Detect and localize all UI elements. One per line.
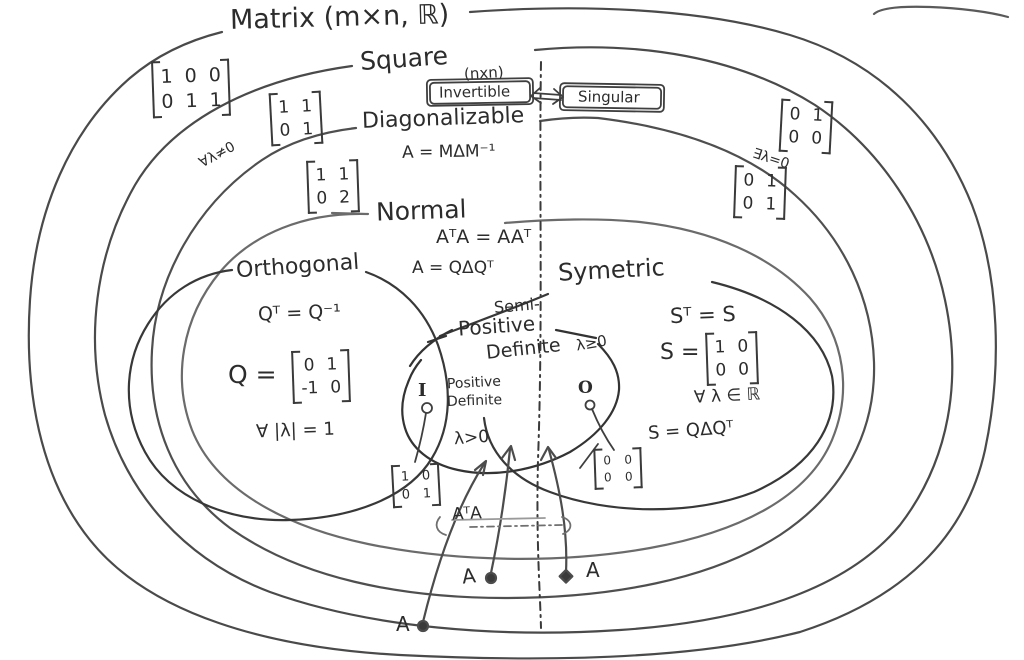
identity-pointer-line bbox=[414, 412, 427, 463]
invertible-singular-arrow bbox=[530, 87, 564, 105]
identity-point bbox=[421, 402, 433, 414]
symmetric-eigen-note: ∀ λ ∈ ℝ bbox=[693, 384, 761, 408]
invertible-label: Invertible bbox=[438, 82, 511, 102]
orthogonal-formula-1: Qᵀ = Q⁻¹ bbox=[257, 300, 342, 326]
semi-positive-definite-top-edge bbox=[408, 328, 598, 368]
identity-matrix-symbol: I bbox=[418, 380, 427, 401]
pd-eigen-note: λ>0 bbox=[453, 426, 490, 450]
normal-formula-1: AᵀA = AAᵀ bbox=[436, 226, 532, 248]
normal-set-outline bbox=[180, 211, 845, 560]
semi-positive-definite-outline bbox=[401, 342, 621, 475]
invertible-box bbox=[425, 77, 535, 107]
pd-label-line2: Definite bbox=[446, 392, 503, 410]
normal-set-label: Normal bbox=[375, 194, 467, 227]
symmetric-set-label: Symetric bbox=[557, 253, 666, 287]
a-point-bottom-label: A bbox=[396, 612, 410, 636]
zero-matrix-symbol: O bbox=[578, 378, 593, 398]
symmetric-example-prefix: S = bbox=[660, 340, 700, 365]
symmetric-set-outline bbox=[482, 280, 835, 511]
normal-formula-2: A = QΔQᵀ bbox=[412, 258, 494, 278]
pd-label-line1: Positive bbox=[446, 373, 502, 393]
diagonalizable-set-label: Diagonalizable bbox=[361, 103, 525, 134]
stray-top-right-stroke bbox=[872, 5, 1010, 19]
spd-label-line2: Positive bbox=[457, 311, 536, 341]
diagram-title: Matrix (m×n, ℝ) bbox=[229, 0, 450, 36]
invertible-singular-divider bbox=[536, 61, 542, 629]
square-size-label: (nxn) bbox=[463, 62, 505, 84]
singular-label: Singular bbox=[577, 87, 640, 107]
square-set-outline bbox=[93, 46, 954, 634]
zero-point bbox=[584, 399, 596, 411]
a-point-mid-label: A bbox=[460, 563, 477, 589]
ata-map-label: AᵀA bbox=[451, 503, 483, 525]
symmetric-formula-1: Sᵀ = S bbox=[669, 301, 737, 329]
ata-annotation-mark bbox=[435, 516, 572, 536]
orthogonal-set-outline bbox=[127, 268, 449, 522]
ata-arrow-mid bbox=[484, 444, 517, 585]
matrix-set-outline bbox=[27, 7, 997, 660]
a-point-right-label: A bbox=[586, 558, 600, 582]
ata-arrow-right bbox=[539, 445, 574, 584]
square-set-label: Square bbox=[359, 40, 449, 77]
diagonalizable-formula: A = MΔM⁻¹ bbox=[401, 141, 496, 163]
orthogonal-example-prefix: Q = bbox=[228, 360, 277, 389]
ata-arrow-bottom bbox=[416, 459, 488, 633]
orthogonal-eigen-note: ∀ |λ| = 1 bbox=[255, 418, 336, 443]
